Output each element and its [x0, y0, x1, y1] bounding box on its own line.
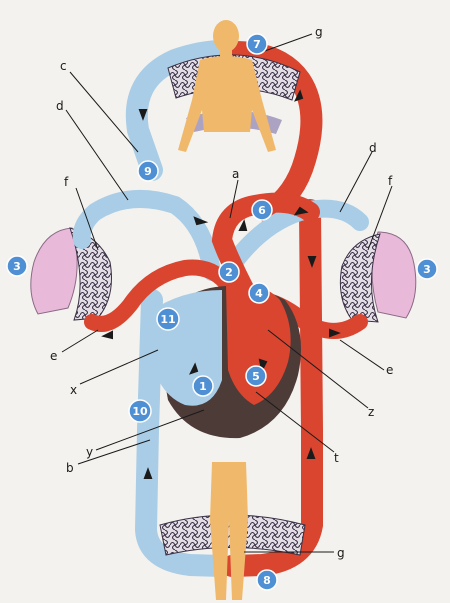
svg-text:1: 1 [199, 380, 207, 393]
right-lung [371, 231, 417, 319]
svg-text:5: 5 [252, 370, 260, 383]
badge-6: 6 [251, 199, 273, 221]
upper-venous-loop [125, 40, 246, 181]
label-z: z [368, 405, 374, 419]
label-f-right: f [388, 174, 393, 188]
pulmonary-artery-right [221, 199, 369, 277]
label-e-left: e [50, 349, 57, 363]
label-x: x [70, 383, 77, 397]
badge-3-left: 3 [6, 255, 28, 277]
badge-5: 5 [245, 365, 267, 387]
badge-4: 4 [248, 282, 270, 304]
pulmonary-artery-left [72, 189, 221, 281]
svg-text:3: 3 [13, 260, 21, 273]
badge-9: 9 [137, 160, 159, 182]
label-t: t [334, 451, 339, 465]
flow-arrows [101, 89, 341, 479]
label-d-right: d [369, 141, 377, 155]
badge-3-right: 3 [416, 258, 438, 280]
label-y: y [86, 445, 93, 459]
svg-text:8: 8 [263, 574, 271, 587]
label-a: a [232, 167, 239, 181]
label-g-top: g [315, 25, 323, 39]
label-b: b [66, 461, 74, 475]
badge-11: 11 [156, 307, 180, 331]
badge-1: 1 [192, 375, 214, 397]
right-lung-capillaries [339, 233, 381, 323]
lower-body-figure [210, 462, 248, 600]
svg-text:2: 2 [225, 266, 233, 279]
label-g-bottom: g [337, 546, 345, 560]
svg-text:4: 4 [255, 287, 263, 300]
pulmonary-vein-left [84, 259, 233, 332]
left-heart-chambers [226, 284, 291, 405]
svg-text:9: 9 [144, 165, 152, 178]
label-c: c [60, 59, 67, 73]
label-d-left: d [56, 99, 64, 113]
left-lung [30, 227, 78, 315]
badge-10: 10 [128, 399, 152, 423]
badge-2: 2 [218, 261, 240, 283]
label-e-right: e [386, 363, 393, 377]
left-lung-capillaries [69, 227, 112, 321]
badge-7: 7 [246, 33, 268, 55]
svg-text:10: 10 [132, 405, 148, 418]
upper-arterial-loop [224, 41, 323, 223]
svg-text:11: 11 [160, 313, 175, 326]
svg-text:6: 6 [258, 204, 266, 217]
svg-text:7: 7 [253, 38, 261, 51]
svg-text:3: 3 [423, 263, 431, 276]
leader-lines [61, 33, 393, 553]
upper-body-figure [178, 20, 276, 152]
badge-8: 8 [256, 569, 278, 591]
lower-venous-vessel [134, 289, 233, 577]
label-f-left: f [64, 175, 69, 189]
